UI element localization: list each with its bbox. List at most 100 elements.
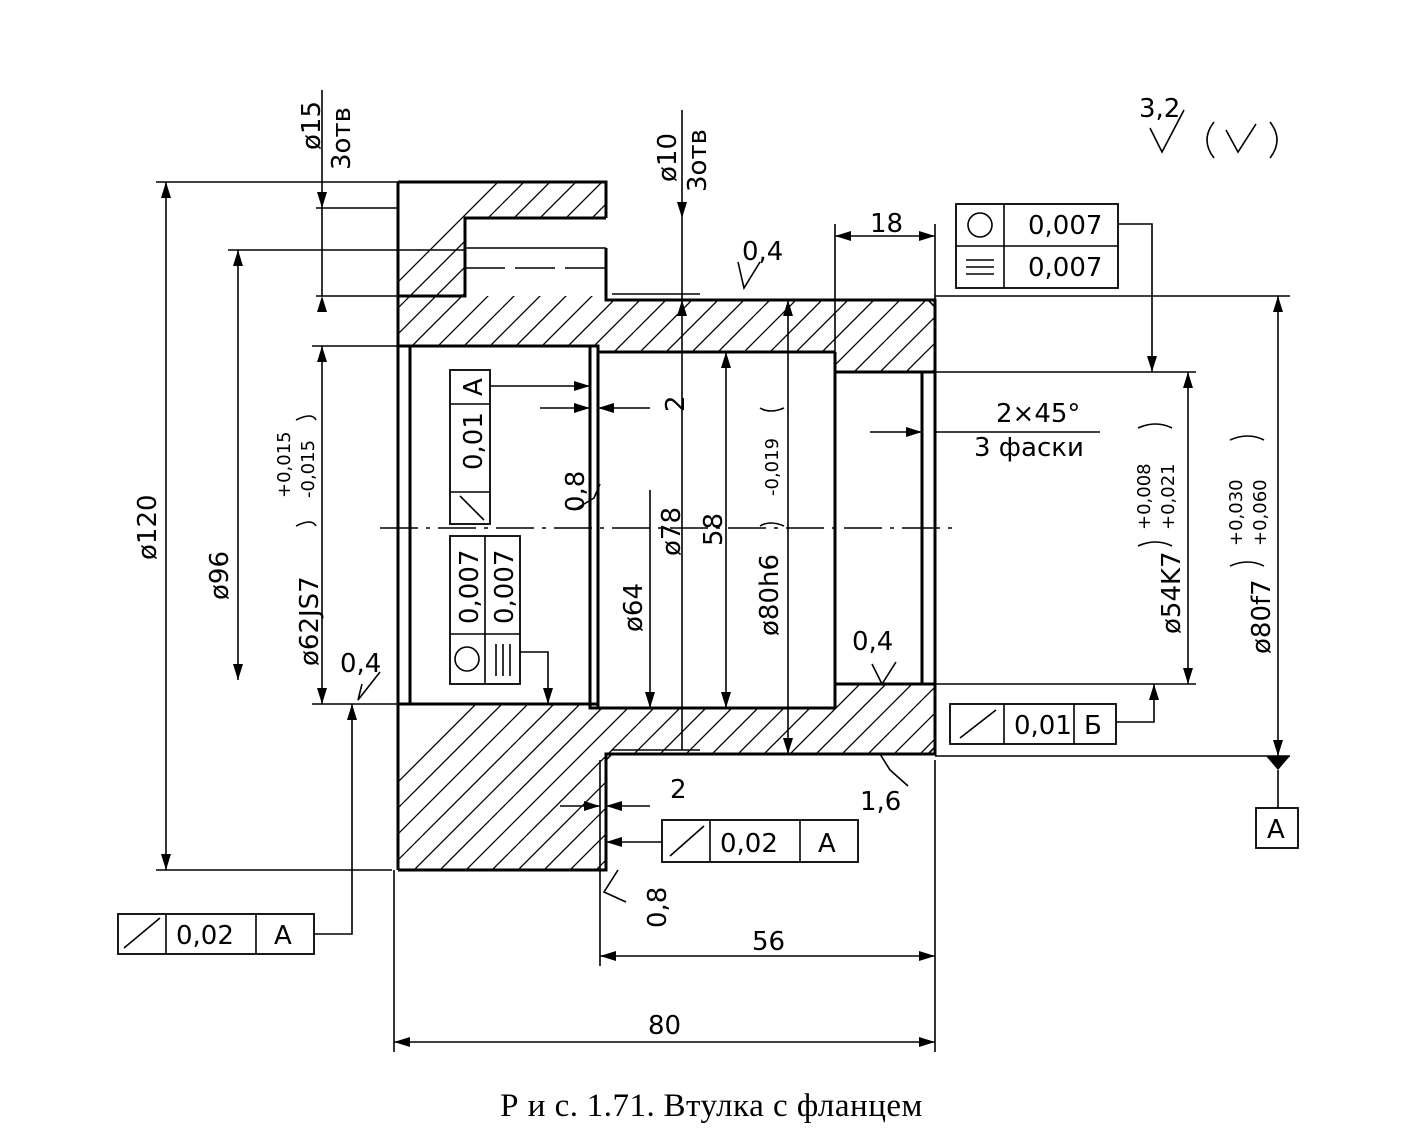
arrowhead <box>645 692 655 708</box>
hatch-line <box>689 182 901 372</box>
dim-chamfer: 2×45° <box>996 399 1080 429</box>
hatch-line <box>871 684 935 870</box>
dim-d10-count: 3отв <box>683 129 713 192</box>
dim-d78: ø78 <box>657 507 687 556</box>
tol-inner-runout-datum: А <box>459 378 489 396</box>
dim-d54: ø54K7 <box>1157 551 1187 634</box>
caption-title: Втулка с фланцем <box>663 1088 923 1124</box>
arrowhead <box>783 300 793 316</box>
hatch-line <box>455 684 667 870</box>
arrowhead <box>317 688 327 704</box>
hatch-line <box>741 182 935 372</box>
arrowhead <box>161 854 171 870</box>
arrowhead <box>606 801 622 811</box>
tol-right-top-1: 0,007 <box>1028 211 1102 241</box>
arrowhead <box>919 951 935 961</box>
figure-caption: Р и с. 1.71. Втулка с фланцем <box>0 1088 1423 1125</box>
tolerance-frame-right-runout <box>949 684 1155 745</box>
hatch-line <box>507 182 719 372</box>
section-hatch-top <box>398 182 935 372</box>
datum-a <box>1255 756 1299 849</box>
hatch-line <box>897 684 935 870</box>
hatch-line <box>1028 670 1238 880</box>
dim-18: 18 <box>870 209 903 239</box>
arrowhead <box>1183 372 1193 388</box>
dim-d120: ø120 <box>133 494 163 560</box>
hatch-line <box>455 182 667 372</box>
dim-d80f7-tol-lower: +0,060 <box>1250 479 1271 546</box>
dim-d64: ø64 <box>619 583 649 632</box>
hatch-line <box>767 182 935 372</box>
arrowhead <box>677 202 687 218</box>
dim-groove-bottom: 2 <box>670 775 687 805</box>
tol-bottom-left-value: 0,02 <box>176 921 234 951</box>
datum-a-label: А <box>1267 815 1285 845</box>
arrowhead <box>783 738 793 754</box>
hatch-line <box>398 684 563 870</box>
roughness-mark: 1,6 <box>860 787 901 817</box>
dim-d80h6: ø80h6 <box>755 554 785 636</box>
tol-bottom-mid-datum: А <box>818 829 836 859</box>
arrowhead <box>317 346 327 362</box>
tol-inner-form-2: 0,007 <box>490 550 520 624</box>
hatch-line <box>1054 670 1264 880</box>
dim-d15: ø15 <box>297 101 327 150</box>
roughness-mark: 0,4 <box>852 627 893 657</box>
arrowhead <box>721 692 731 708</box>
hatch-line <box>897 182 935 372</box>
dim-d80f7: ø80f7 <box>1247 579 1277 654</box>
caption-number: 1.71. <box>586 1088 656 1124</box>
arrowhead <box>233 250 243 266</box>
tol-bottom-left-datum: А <box>274 921 292 951</box>
dim-d15-count: 3отв <box>327 107 357 170</box>
hatch-line <box>398 684 537 870</box>
hatch-line <box>429 684 641 870</box>
roughness-marks <box>357 109 1278 903</box>
dimension-lines <box>156 90 1290 1052</box>
tol-right-runout-value: 0,01 <box>1014 711 1072 741</box>
arrowhead <box>835 231 851 241</box>
hatch-line <box>533 182 745 372</box>
dim-d62: ø62JS7 <box>295 576 325 666</box>
hatch-line <box>398 182 537 372</box>
tol-inner-runout-value: 0,01 <box>459 412 489 470</box>
hatch-line <box>403 684 615 870</box>
hatch-line <box>845 684 935 870</box>
dim-d80f7-tol-upper: +0,030 <box>1226 479 1247 546</box>
roughness-mark: 0,4 <box>742 237 783 267</box>
arrowhead <box>317 296 327 312</box>
arrowhead <box>394 1037 410 1047</box>
hatch-line <box>1002 670 1212 880</box>
dim-56: 56 <box>752 927 785 957</box>
dim-58: 58 <box>699 513 729 546</box>
hatch-line <box>398 182 511 372</box>
hatch-line <box>398 182 563 372</box>
hatch-line <box>637 182 849 372</box>
arrowhead <box>721 352 731 368</box>
dim-d54-tol-upper: +0,008 <box>1134 463 1155 530</box>
tol-right-runout-datum: Б <box>1084 711 1102 741</box>
tolerance-frame-right-top <box>955 203 1153 372</box>
arrowhead <box>1273 296 1283 312</box>
labels: 3,2 0,4 0,4 0,4 1,6 18 56 80 2×45° 3 фас… <box>133 94 1285 1041</box>
hatch-line <box>481 182 693 372</box>
tol-right-top-2: 0,007 <box>1028 253 1102 283</box>
tol-bottom-mid-value: 0,02 <box>720 829 778 859</box>
dim-d54-tol-lower: +0,021 <box>1158 463 1179 530</box>
dim-groove-top: 2 <box>661 395 691 412</box>
dim-d96: ø96 <box>205 551 235 600</box>
arrowhead <box>317 192 327 208</box>
roughness-mark: 0,8 <box>643 887 673 928</box>
hatch-line <box>923 684 935 870</box>
arrowhead <box>1273 740 1283 756</box>
arrowhead <box>161 182 171 198</box>
arrowhead <box>574 403 590 413</box>
dim-d80h6-tol: -0,019 <box>762 438 783 496</box>
tolerance-frame-inner-runout <box>449 369 590 525</box>
hatch-line <box>871 182 935 372</box>
arrowhead <box>600 951 616 961</box>
hatch-line <box>585 182 797 372</box>
hatch-line <box>611 182 823 372</box>
arrowhead <box>919 231 935 241</box>
arrowhead <box>1183 668 1193 684</box>
